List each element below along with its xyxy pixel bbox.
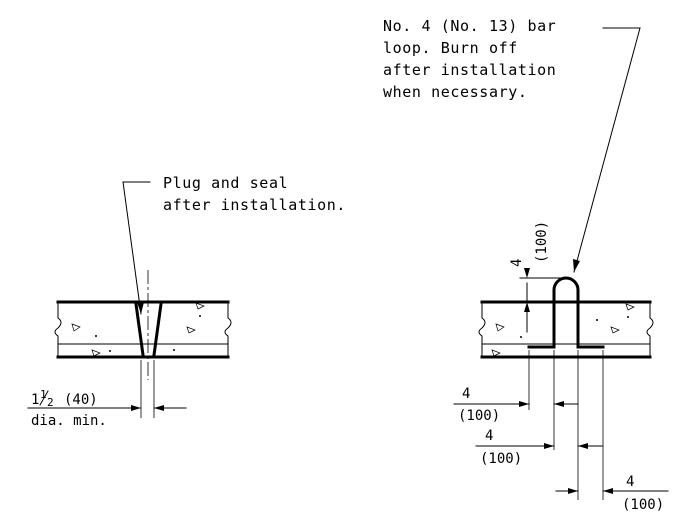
plug-seal-arrow [137, 302, 144, 314]
dim-a-arrow [519, 401, 529, 407]
aggregate-mark [495, 323, 505, 332]
hole-dim-frac-denominator: 2 [47, 396, 54, 409]
loop-height-dim-metric: (100) [534, 221, 550, 263]
dim-a-metric: (100) [458, 408, 500, 424]
hole-dim-whole: 1 [31, 392, 39, 408]
plug-seal-note-line-2: after installation. [163, 196, 346, 214]
right-break-line-right [646, 301, 654, 358]
right-break-line-left [478, 301, 486, 358]
hole-dim-arrow-right [154, 405, 164, 411]
dim-b-value: 4 [485, 428, 493, 444]
aggregate-mark [625, 303, 635, 311]
aggregate-mark [491, 349, 501, 357]
bar-loop-note-line-4: when necessary. [383, 83, 527, 101]
aggregate-mark [195, 302, 205, 310]
hole-diameter-dimension-text: 1 1 2 (40) dia. min. [31, 388, 107, 429]
dim-a-arrow-right [554, 401, 564, 407]
aggregate-mark [109, 350, 111, 352]
bar-loop [527, 276, 605, 349]
left-break-line-left [54, 301, 62, 358]
aggregate-mark [91, 349, 101, 357]
hole-dim-metric: (40) [64, 392, 98, 408]
left-detail-plug-hole [27, 181, 232, 418]
loop-height-dim-value: 4 [509, 259, 525, 267]
right-detail-bar-loop [453, 27, 669, 500]
dim-a-value: 4 [462, 386, 470, 402]
hole-right-wall [152, 302, 163, 357]
aggregate-mark [173, 349, 175, 351]
dim-c-metric: (100) [622, 497, 664, 513]
bar-loop-arrow [573, 259, 580, 272]
bar-loop-note-line-2: loop. Burn off [383, 39, 518, 57]
dim-b-arrow-right [578, 443, 588, 449]
hole-left-wall [134, 302, 145, 357]
loop-height-arrow-down [524, 268, 530, 278]
aggregate-mark [186, 326, 196, 334]
aggregate-mark [610, 326, 620, 334]
aggregate-mark [95, 335, 97, 337]
hole-dim-frac-numerator: 1 [40, 388, 47, 401]
dim-c-arrow-left [568, 488, 578, 494]
dim-b-metric: (100) [480, 451, 522, 467]
dim-c-arrow-right [603, 488, 613, 494]
hole-dim-frac-slash [39, 390, 49, 406]
plug-seal-leader [122, 181, 151, 315]
dim-c-value: 4 [626, 474, 634, 490]
aggregate-mark [71, 323, 81, 332]
plug-seal-note-line-1: Plug and seal [163, 174, 288, 192]
aggregate-mark [627, 316, 629, 318]
aggregate-mark [199, 315, 201, 317]
bar-loop-leader [573, 27, 641, 273]
bar-loop-note-line-1: No. 4 (No. 13) bar [383, 17, 556, 35]
hole-dim-arrow-left [131, 405, 141, 411]
bar-loop-note-line-3: after installation [383, 61, 556, 79]
loop-height-arrow-up [524, 302, 530, 312]
hole-dim-suffix: dia. min. [31, 413, 107, 429]
dim-b-arrow [544, 443, 554, 449]
aggregate-mark [520, 336, 522, 338]
aggregate-mark [596, 319, 598, 321]
left-break-line-right [224, 301, 232, 358]
